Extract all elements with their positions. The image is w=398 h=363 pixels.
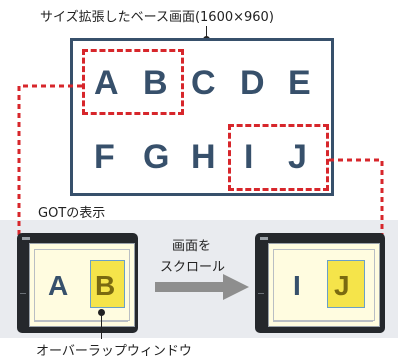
scroll-label-line1: 画面を <box>172 239 212 254</box>
letter-i: I <box>244 138 254 176</box>
got-letter-i: I <box>293 270 301 301</box>
letter-e: E <box>288 64 311 102</box>
manufacturer-logo-icon <box>260 237 268 240</box>
overlap-callout-dot <box>98 309 105 316</box>
manufacturer-logo-icon <box>22 237 30 240</box>
letter-h: H <box>191 138 216 176</box>
connector-right <box>329 158 384 236</box>
letter-b: B <box>143 64 168 102</box>
got-screen-left: A B <box>29 243 135 327</box>
base-screen-label: サイズ拡張したベース画面(1600×960) <box>40 10 274 25</box>
connector-left <box>17 84 82 236</box>
overlap-window-right <box>327 260 365 308</box>
view-area-ab <box>82 49 184 115</box>
label-pointer-line <box>206 26 207 40</box>
letter-a: A <box>94 64 119 102</box>
got-device-left: A B <box>17 233 138 333</box>
overlap-callout-line <box>101 312 102 339</box>
got-display-label: GOTの表示 <box>38 206 106 221</box>
got-screen-right: I J <box>268 243 380 327</box>
letter-f: F <box>94 138 115 176</box>
letter-c: C <box>191 64 216 102</box>
got-letter-j: J <box>334 270 350 301</box>
letter-j: J <box>288 138 307 176</box>
bezel-indicator <box>258 293 264 294</box>
overlap-window-left <box>90 260 125 308</box>
letter-d: D <box>240 64 265 102</box>
bezel-indicator <box>20 293 26 294</box>
view-area-ij <box>228 124 329 191</box>
got-letter-b: B <box>95 270 116 301</box>
screen-bottom-bar <box>273 320 373 322</box>
overlap-window-label: オーバーラップウィンドウ <box>36 344 192 359</box>
got-device-right: I J <box>255 233 385 333</box>
scroll-label-line2: スクロール <box>160 260 226 275</box>
got-letter-a: A <box>48 270 69 301</box>
screen-bottom-bar <box>34 320 128 322</box>
base-screen-frame <box>70 38 334 196</box>
scroll-arrow-icon <box>155 274 249 300</box>
letter-g: G <box>143 138 170 176</box>
